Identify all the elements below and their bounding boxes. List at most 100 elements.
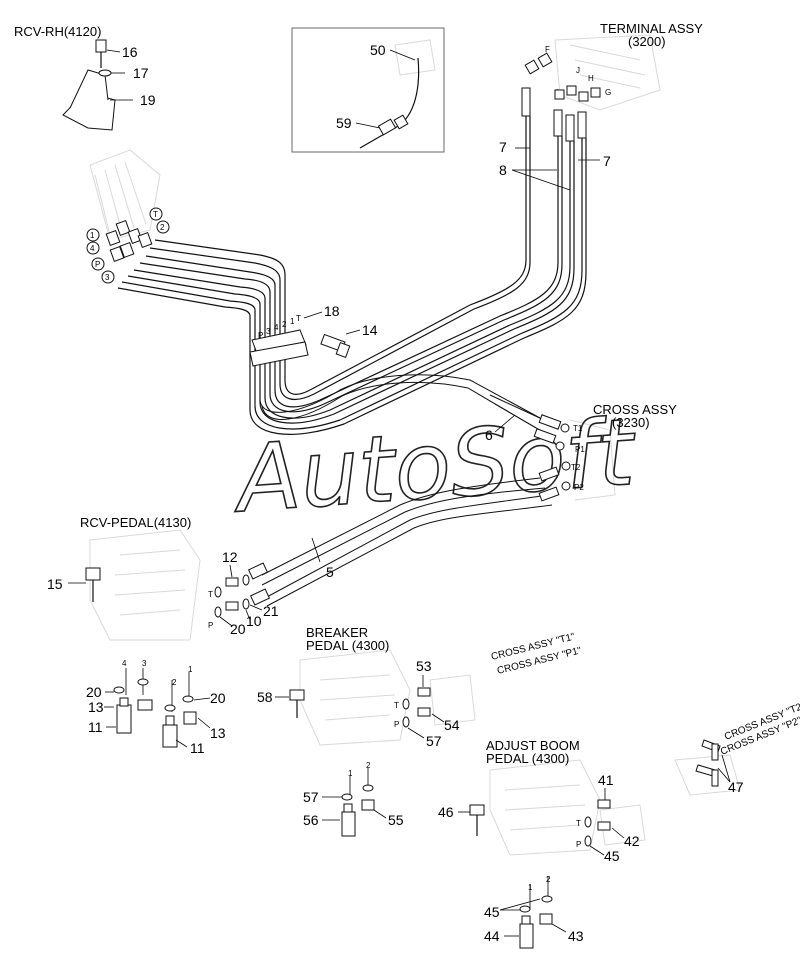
part-21: 21	[263, 603, 279, 619]
clamp-p: P	[258, 331, 263, 340]
part-42: 42	[624, 833, 640, 849]
rcv-pedal-label: RCV-PEDAL(4130)	[80, 515, 191, 530]
washer-17	[98, 69, 112, 77]
part-7-right: 7	[603, 153, 611, 169]
part-13-left: 13	[88, 699, 104, 715]
part-44: 44	[484, 928, 500, 944]
terminal-assy-group: TERMINAL ASSY (3200) F J H I G 7 7 8	[499, 21, 703, 191]
hose-6: 6	[259, 374, 570, 451]
part-57-sub: 57	[303, 789, 319, 805]
part-20-rcv: 20	[230, 621, 246, 637]
left-connector-cluster: T 2 1 4 P 3	[86, 207, 170, 284]
bolt-46	[469, 804, 485, 816]
part-47: 47	[728, 779, 744, 795]
part-11-left: 11	[88, 719, 103, 735]
adjust-boom-label: ADJUST BOOM	[486, 738, 580, 753]
rcv-pedal-group: RCV-PEDAL(4130) 15 T P 12 21 10 20	[47, 515, 279, 637]
bolt-58	[289, 689, 305, 701]
port-h: H	[588, 74, 594, 83]
cable	[359, 57, 420, 149]
rcv-t: T	[208, 590, 213, 599]
clamp-t: T	[296, 314, 301, 323]
cross-assy-label: CROSS ASSY	[593, 402, 677, 417]
circle-1: 1	[90, 231, 95, 240]
fitting-11-right	[162, 724, 178, 748]
ghost-background	[89, 34, 741, 856]
terminal-assy-label: TERMINAL ASSY	[600, 21, 703, 36]
breaker-pedal-group: BREAKER PEDAL (4300) 58 T P 53 54 57 1 2…	[257, 625, 460, 837]
clamp-group: P 3 4 2 1 T 18 14	[249, 303, 378, 367]
part-54: 54	[444, 717, 460, 733]
circle-2: 2	[160, 223, 165, 232]
breaker-label-2: PEDAL (4300)	[306, 638, 389, 653]
fitting-44	[519, 923, 534, 949]
port-f: F	[545, 45, 550, 54]
part-55: 55	[388, 812, 404, 828]
part-57-brk: 57	[426, 733, 442, 749]
part-43: 43	[568, 928, 584, 944]
part-6: 6	[485, 427, 493, 443]
part-7-left: 7	[499, 139, 507, 155]
port-j: J	[576, 66, 580, 75]
circle-4: 4	[90, 244, 95, 253]
port-t1: T1	[573, 424, 583, 433]
inset-frame	[291, 27, 445, 153]
part-11-right: 11	[190, 740, 205, 756]
adjust-boom-label-2: PEDAL (4300)	[486, 751, 569, 766]
part-8: 8	[499, 162, 507, 178]
cable-end	[377, 118, 397, 136]
adj-t: T	[576, 819, 581, 828]
rcv-p: P	[208, 621, 213, 630]
bolt-16	[95, 39, 107, 53]
part-41: 41	[598, 772, 614, 788]
clamp-4: 4	[274, 323, 279, 332]
part-56: 56	[303, 812, 319, 828]
sub-assembly-left: 4 3 20 13 11 2 1 20 13 11	[86, 659, 226, 756]
fitting-56	[341, 811, 356, 837]
adj-1: 1	[528, 883, 533, 892]
rcv-rh-group: RCV-RH(4120) 16 17 19	[14, 24, 156, 131]
part-50: 50	[370, 42, 386, 58]
hose-5: 5	[247, 466, 560, 607]
part-45-adj: 45	[604, 848, 620, 864]
part-19: 19	[140, 92, 156, 108]
sub-2: 2	[172, 678, 177, 687]
clamp-2: 2	[282, 320, 287, 329]
cross-assy-notes: CROSS ASSY "T1" CROSS ASSY "P1" CROSS AS…	[490, 631, 800, 795]
part-5: 5	[326, 564, 334, 580]
part-45-sub: 45	[484, 904, 500, 920]
part-46: 46	[438, 804, 454, 820]
inset-detail: 50 59	[291, 27, 445, 153]
part-13-right: 13	[210, 725, 226, 741]
breaker-label: BREAKER	[306, 625, 368, 640]
cross-assy-code: (3230)	[612, 415, 650, 430]
brk-1: 1	[348, 769, 353, 778]
sub-3: 3	[142, 659, 147, 668]
part-58: 58	[257, 689, 273, 705]
part-16: 16	[122, 44, 138, 60]
port-g: G	[605, 88, 611, 97]
part-17: 17	[133, 65, 149, 81]
adj-p: P	[576, 840, 581, 849]
port-t2: T2	[571, 463, 581, 472]
port-p1: P1	[575, 445, 585, 454]
circle-t: T	[153, 210, 158, 219]
brk-t: T	[394, 701, 399, 710]
part-18: 18	[324, 303, 340, 319]
terminal-assy-code: (3200)	[628, 34, 666, 49]
rcv-rh-label: RCV-RH(4120)	[14, 24, 101, 39]
part-59: 59	[336, 115, 352, 131]
part-20-left: 20	[86, 684, 102, 700]
part-20-right: 20	[210, 690, 226, 706]
part-15: 15	[47, 576, 63, 592]
brk-2: 2	[366, 761, 371, 770]
clamp-3: 3	[266, 327, 271, 336]
adjust-boom-group: ADJUST BOOM PEDAL (4300) 46 T P 41 42 45…	[438, 738, 640, 949]
cable-boot	[393, 114, 409, 130]
part-10: 10	[246, 613, 262, 629]
cross-assy-group: CROSS ASSY (3230) T1 P1 T2 P2	[561, 402, 677, 492]
adj-2: 2	[546, 875, 551, 884]
circle-p: P	[95, 260, 100, 269]
port-p2: P2	[574, 483, 584, 492]
